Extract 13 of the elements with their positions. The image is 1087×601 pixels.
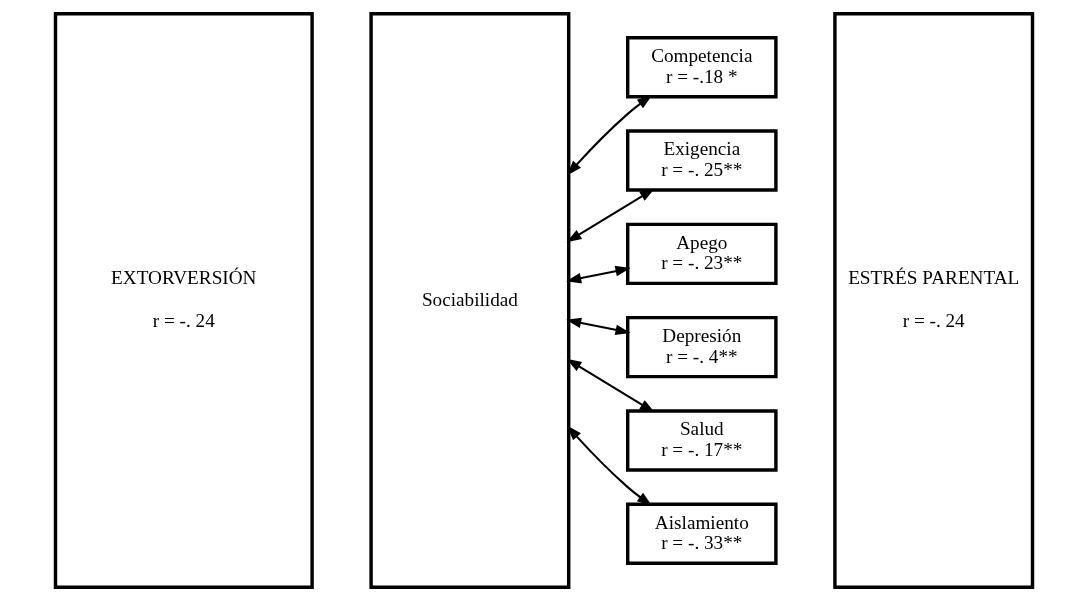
arrow xyxy=(565,358,655,413)
node-box: EXTORVERSIÓN r = -. 24 xyxy=(53,12,314,589)
node-box: Apego r = -. 23** xyxy=(625,222,778,286)
arrow xyxy=(565,265,631,284)
node-box: Sociabilidad xyxy=(368,12,570,589)
arrow xyxy=(565,317,631,336)
node-box: Aislamiento r = -. 33** xyxy=(625,502,778,565)
arrow xyxy=(565,188,655,243)
node-box: Depresión r = -. 4** xyxy=(625,315,778,379)
node-box: Exigencia r = -. 25** xyxy=(625,129,778,192)
node-box: ESTRÉS PARENTAL r = -. 24 xyxy=(832,12,1034,589)
node-box: Competencia r = -.18 * xyxy=(625,36,778,99)
node-box: Salud r = -. 17** xyxy=(625,409,778,472)
